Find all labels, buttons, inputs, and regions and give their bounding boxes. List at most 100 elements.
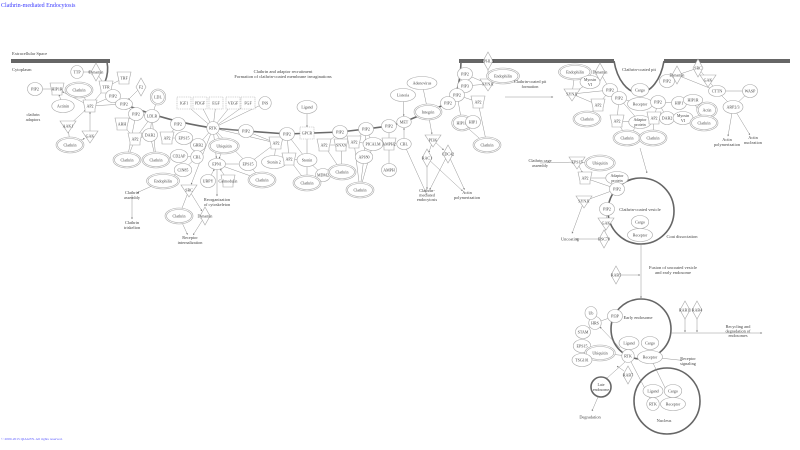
node-rtk[interactable]: RTK [646,397,660,411]
node-ap2[interactable]: AP2 [590,98,606,112]
node-src[interactable]: SRC [692,58,704,78]
node-pip2[interactable]: PIP2 [440,96,456,110]
node-endophilin[interactable]: Endophilin [146,172,180,190]
node-ap2[interactable]: AP2 [82,99,98,113]
node-cbl[interactable]: CBL [190,150,204,164]
node-pip2[interactable]: PIP2 [170,117,186,131]
node-ap2[interactable]: AP2 [646,111,662,125]
node-dab2[interactable]: DAB2 [142,128,158,142]
node-clathrin[interactable]: Clathrin [141,151,171,169]
node-cargo[interactable]: Cargo [640,336,660,350]
node-ubiquitin[interactable]: Ubiquitin [208,137,240,155]
node-pip2[interactable]: PIP2 [279,127,295,141]
node-ttp[interactable]: TTP [70,65,84,79]
node-stam[interactable]: STAM [575,325,591,339]
node-rab5[interactable]: RAB5 [610,265,622,285]
node-ap2[interactable]: AP2 [577,171,593,185]
node-clathrin[interactable]: Clathrin [64,81,94,99]
node-grb2[interactable]: GRB2 [190,138,206,152]
node-src[interactable]: SRC [180,184,198,198]
node-calmodulin[interactable]: Calmodulin [219,174,238,188]
node-ap2[interactable]: AP2 [159,131,175,145]
node-ubpy[interactable]: UBPY [200,174,216,188]
node-hip1r[interactable]: HIP1R [682,94,704,106]
node-eps15[interactable]: EPS15 [568,156,586,170]
node-actin[interactable]: Actin [696,101,718,119]
node-ap2[interactable]: AP2 [316,138,332,152]
node-rab11[interactable]: RAB11 [679,300,691,320]
node-trf[interactable]: TRF [116,71,132,85]
node-fgf[interactable]: FGF [240,96,256,110]
node-arp2-3[interactable]: ARP2/3 [722,100,744,114]
node-pip2[interactable]: PIP2 [115,98,133,110]
node-pip2[interactable]: PIP2 [358,122,374,136]
node-synj1[interactable]: SYNJ1 [563,88,581,102]
node-pi3k[interactable]: PI3K [424,134,442,148]
node-ap2[interactable]: AP2 [268,136,284,150]
node-cargo[interactable]: Cargo [630,215,650,229]
node-gak[interactable]: GAK [699,74,717,88]
node-pip2[interactable]: PIP2 [238,124,254,138]
node-integrin[interactable]: Integrin [413,103,443,121]
node-ap2[interactable]: AP2 [470,95,486,109]
node-dynamin[interactable]: Dynamin [89,62,104,82]
node-dynamin[interactable]: Dynamin [670,65,685,85]
node-pi3p[interactable]: PI3P [607,309,623,323]
node-pip2[interactable]: PIP2 [128,107,144,121]
node-ubiquitin[interactable]: Ubiquitin [584,344,616,362]
node-pip2[interactable]: PIP2 [105,89,121,103]
node-pdgf[interactable]: PDGF [192,96,208,110]
node-ldl[interactable]: LDL [149,88,167,106]
node-vegf[interactable]: VEGF [225,96,241,110]
node-pip2[interactable]: PIP2 [611,91,627,105]
node-met[interactable]: MET [396,116,412,128]
node-ubiquitin[interactable]: Ubiquitin [584,154,616,172]
node-picalm[interactable]: PICALM [362,137,384,151]
node-actinin[interactable]: Actinin [51,99,75,113]
node-cargo[interactable]: Cargo [663,384,683,398]
node-clathrin[interactable]: Clathrin [689,114,719,132]
node-gak[interactable]: GAK [597,217,615,231]
node-cttn[interactable]: CTTN [708,85,726,97]
node-tsg101[interactable]: TSG101 [571,353,593,367]
node-clathrin[interactable]: Clathrin [472,136,502,154]
pathway-title-link[interactable]: Clathrin-mediated Endocytosis [1,3,76,9]
node-pip2[interactable]: PIP2 [650,95,666,109]
node-eps15[interactable]: EPS15 [174,131,194,145]
node-pip2[interactable]: PIP2 [381,119,397,133]
node-wasp[interactable]: WASP [742,84,758,98]
node-ldlr[interactable]: LDLR [144,109,160,123]
node-ins[interactable]: INS [258,96,272,110]
node-listeria[interactable]: Listeria [390,88,416,102]
node-cdc42[interactable]: CDC42 [442,144,454,164]
node-amph[interactable]: AMPH [381,163,397,177]
node-clathrin[interactable]: Clathrin [292,174,322,192]
node-receptor[interactable]: Receptor [627,228,653,242]
node-clathrin[interactable]: Clathrin [55,136,85,154]
node-clathrin[interactable]: Clathrin [247,171,277,189]
node-ap180[interactable]: AP180 [354,150,374,164]
node-ap2[interactable]: AP2 [609,114,625,128]
node-hip1r[interactable]: HIP1R [49,82,65,96]
node-pip2[interactable]: PIP2 [659,74,675,88]
node-gak[interactable]: GAK [81,130,99,144]
node-pphln[interactable]: PPHLN [482,51,495,71]
node-rac1[interactable]: RAC1 [421,148,433,168]
node-rab7[interactable]: RAB7 [622,365,634,385]
node-igf1[interactable]: IGF1 [176,96,192,110]
node-clathrin[interactable]: Clathrin [638,129,668,147]
node-cbl[interactable]: CBL [396,138,412,150]
node-rtk[interactable]: RTK [206,121,220,135]
node-clathrin[interactable]: Clathrin [572,110,602,128]
node-ligand[interactable]: Ligand [618,336,640,350]
node-adenovirus[interactable]: Adenovirus [406,76,438,90]
node-hsc70[interactable]: HSC70 [598,229,610,249]
node-eps15[interactable]: EPS15 [238,157,258,171]
node-cargo[interactable]: Cargo [630,83,650,97]
node-receptor[interactable]: Receptor [637,350,663,364]
node-clathrin[interactable]: Clathrin [345,181,375,199]
node-ub[interactable]: Ub [584,306,598,320]
